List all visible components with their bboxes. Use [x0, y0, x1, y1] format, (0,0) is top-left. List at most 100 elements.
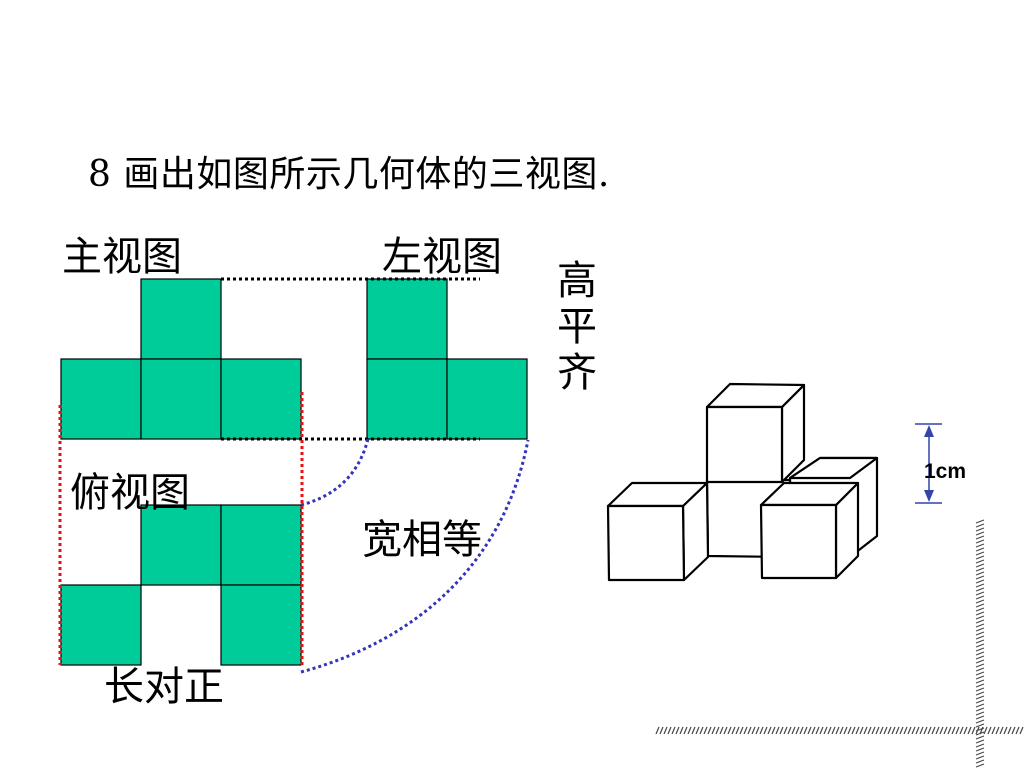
hatch-stroke: [975, 575, 985, 580]
hatch-stroke: [891, 726, 896, 735]
hatch-stroke: [975, 571, 985, 576]
hatch-stroke: [975, 623, 985, 628]
hatch-stroke: [975, 659, 985, 664]
hatch-stroke: [975, 755, 985, 760]
hatch-stroke: [1007, 726, 1012, 735]
hatch-stroke: [687, 726, 692, 735]
hatch-stroke: [975, 751, 985, 756]
hatch-stroke: [735, 726, 740, 735]
hatch-stroke: [831, 726, 836, 735]
hatch-stroke: [775, 726, 780, 735]
hatch-stroke: [843, 726, 848, 735]
hatch-stroke: [975, 543, 985, 548]
unit-label: 1cm: [924, 460, 967, 483]
hatch-stroke: [699, 726, 704, 735]
hatch-stroke: [819, 726, 824, 735]
hatch-stroke: [975, 551, 985, 556]
hatch-stroke: [975, 639, 985, 644]
hatch-stroke: [783, 726, 788, 735]
hatch-stroke: [975, 535, 985, 540]
hatch-stroke: [719, 726, 724, 735]
hatch-stroke: [727, 726, 732, 735]
hatch-stroke: [895, 726, 900, 735]
hatch-stroke: [939, 726, 944, 735]
hatch-stroke: [975, 695, 985, 700]
arrow-down-icon: [924, 490, 934, 502]
hatch-stroke: [743, 726, 748, 735]
hatch-stroke: [655, 726, 660, 735]
hatch-stroke: [907, 726, 912, 735]
hatch-stroke: [1003, 726, 1008, 735]
hatch-stroke: [951, 726, 956, 735]
hatch-stroke: [975, 671, 985, 676]
cube-left-front: [606, 504, 686, 582]
hatch-stroke: [927, 726, 932, 735]
hatch-stroke: [827, 726, 832, 735]
hatch-stroke: [983, 726, 988, 735]
hatch-stroke: [759, 726, 764, 735]
hatch-stroke: [835, 726, 840, 735]
front-view: [60, 278, 302, 440]
hatch-stroke: [975, 723, 985, 728]
hatch-stroke: [887, 726, 892, 735]
hatch-stroke: [975, 607, 985, 612]
hatch-stroke: [975, 583, 985, 588]
hatch-stroke: [975, 539, 985, 544]
top-view-square: [220, 584, 302, 666]
hatch-stroke: [971, 726, 976, 735]
hatch-stroke: [679, 726, 684, 735]
hatch-stroke: [799, 726, 804, 735]
hatch-stroke: [923, 726, 928, 735]
cube-back-right-top: [788, 456, 879, 480]
hatch-stroke: [675, 726, 680, 735]
hatch-stroke: [815, 726, 820, 735]
hatch-stroke: [975, 739, 985, 744]
hatch-stroke: [667, 726, 672, 735]
hatch-stroke: [975, 619, 985, 624]
hatch-stroke: [975, 759, 985, 764]
side-view-square: [446, 358, 528, 440]
hatch-stroke: [879, 726, 884, 735]
side-view-square: [366, 358, 448, 440]
front-view-square: [140, 278, 222, 360]
hatch-stroke: [975, 587, 985, 592]
top-view-square: [60, 584, 142, 666]
hatch-stroke: [755, 726, 760, 735]
hatch-stroke: [839, 726, 844, 735]
hatch-stroke: [711, 726, 716, 735]
hatch-stroke: [747, 726, 752, 735]
hatch-stroke: [975, 631, 985, 636]
hatch-stroke: [975, 743, 985, 748]
hatch-stroke: [975, 687, 985, 692]
hatch-stroke: [771, 726, 776, 735]
hatch-stroke: [931, 726, 936, 735]
side-view-square: [366, 278, 448, 360]
side-view: [366, 278, 528, 440]
hatch-stroke: [975, 707, 985, 712]
hatch-stroke: [975, 563, 985, 568]
hatch-stroke: [715, 726, 720, 735]
front-view-square: [140, 358, 222, 440]
top-view-square: [140, 504, 222, 586]
hatch-stroke: [807, 726, 812, 735]
hatch-stroke: [955, 726, 960, 735]
hatch-stroke: [975, 675, 985, 680]
hatch-stroke: [691, 726, 696, 735]
hatch-stroke: [975, 611, 985, 616]
hatch-stroke: [975, 591, 985, 596]
hatch-stroke: [791, 726, 796, 735]
hatch-stroke: [975, 711, 985, 716]
hatch-stroke: [975, 651, 985, 656]
hatch-stroke: [911, 726, 916, 735]
hatch-stroke: [975, 599, 985, 604]
hatch-stroke: [899, 726, 904, 735]
hatch-stroke: [999, 726, 1004, 735]
hatch-stroke: [847, 726, 852, 735]
hatch-stroke: [751, 726, 756, 735]
hatch-stroke: [763, 726, 768, 735]
front-view-square: [220, 358, 302, 440]
hatch-stroke: [787, 726, 792, 735]
hatch-stroke: [975, 715, 985, 720]
width-equal-label: 宽相等: [362, 517, 482, 563]
